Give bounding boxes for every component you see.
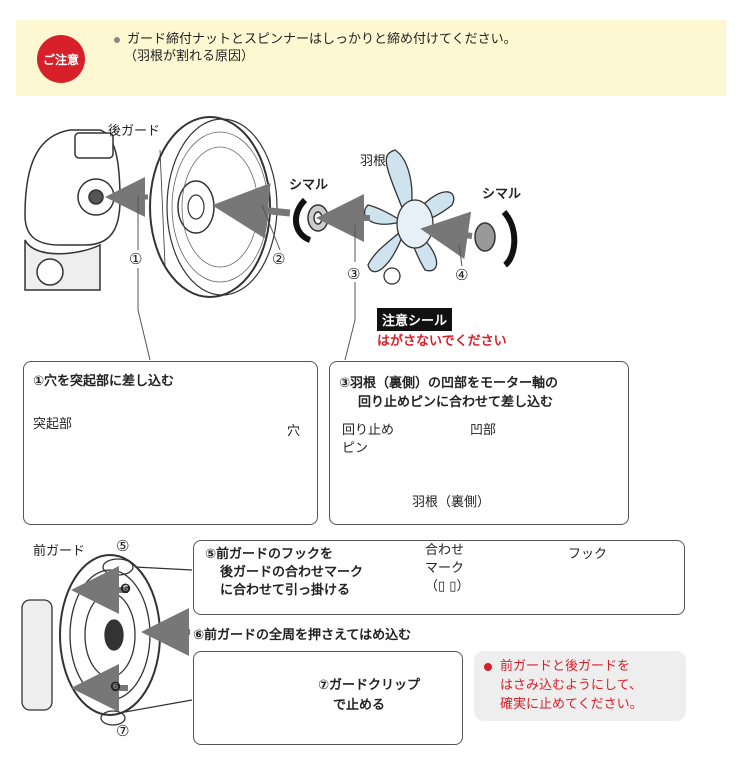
step-5-marker: ⑤ — [116, 537, 130, 555]
box5-frame — [193, 540, 685, 615]
rotate-arrow-icon — [293, 197, 312, 243]
shimaru-label-1: シマル — [289, 178, 329, 193]
hook-instruction: ⑤前ガードのフックを 後ガードの合わせマーク に合わせて引っ掛ける — [205, 546, 363, 600]
clip-instruction-line2: で止める — [333, 698, 386, 713]
step-3-marker: ③ — [347, 265, 361, 283]
blade-illustration — [363, 149, 455, 285]
hook-label: フック — [568, 547, 608, 562]
pin-label-line2: ピン — [342, 441, 369, 456]
box7-frame — [193, 651, 463, 745]
box3-frame — [329, 361, 629, 525]
arrow-left-icon — [420, 211, 473, 260]
mark-label-line1: 合わせ — [425, 543, 465, 558]
box1-frame — [23, 361, 318, 525]
front-guard-illustration — [21, 554, 193, 726]
rotate-arrow-icon — [501, 210, 518, 268]
blade-label: 羽根 — [360, 154, 387, 169]
clip-instruction: ⑦ガードクリップ で止める — [318, 676, 420, 716]
note-line2: はさみ込むようにして、 — [500, 678, 642, 693]
caution-badge: ご注意 — [37, 35, 85, 83]
rear-guard-label: 後ガード — [108, 124, 161, 139]
blade-back-label: 羽根（裏側） — [412, 495, 491, 510]
note-text: 前ガードと後ガードを はさみ込むようにして、 確実に止めてください。 — [484, 657, 643, 714]
mark-label-line2: マーク — [425, 561, 465, 576]
note-line3: 確実に止めてください。 — [500, 697, 643, 712]
hook-instruction-line3: に合わせて引っ掛ける — [220, 583, 351, 598]
mark-label: 合わせ マーク （▯ ▯） — [425, 542, 469, 596]
front-guard-label: 前ガード — [33, 544, 86, 559]
step-2-marker: ② — [272, 250, 286, 268]
seal-tag: 注意シール — [377, 308, 453, 331]
hook-instruction-line2: 後ガードの合わせマーク — [220, 565, 364, 580]
seal-warning: はがさないでください — [377, 334, 507, 349]
recess-label: 凹部 — [470, 423, 497, 438]
note-line1: 前ガードと後ガードを — [500, 659, 631, 674]
motor-unit-illustration — [24, 129, 125, 291]
spinner-illustration — [474, 222, 496, 252]
step-7-marker: ⑦ — [116, 722, 130, 740]
arrow-left-icon — [212, 182, 291, 239]
hook-instruction-line1: ⑤前ガードのフックを — [205, 547, 334, 562]
step-1-marker: ① — [129, 250, 143, 268]
caution-line-2: （羽根が割れる原因） — [124, 49, 255, 64]
note-box — [474, 651, 686, 721]
bullet-icon — [484, 662, 492, 671]
press-instruction: ⑥前ガードの全周を押さえてはめ込む — [193, 628, 412, 643]
pin-label-line1: 回り止め — [342, 423, 395, 438]
mark-label-line3: （▯ ▯） — [425, 579, 470, 594]
hole-label: 穴 — [287, 424, 301, 439]
nut-illustration — [307, 204, 329, 232]
bullet-icon — [114, 36, 120, 43]
caution-line-1: ガード締付ナットとスピンナーはしっかりと締め付けてください。 — [127, 32, 517, 47]
box3-title-line2: 回り止めピンに合わせて差し込む — [358, 395, 554, 410]
step-6-marker-bottom: ❻ — [110, 680, 122, 695]
caution-text: ガード締付ナットとスピンナーはしっかりと締め付けてください。 （羽根が割れる原因… — [114, 31, 517, 65]
step-6-marker-top: ❻ — [120, 582, 132, 597]
step-4-marker: ④ — [455, 266, 469, 284]
box1-title: ①穴を突起部に差し込む — [33, 374, 175, 389]
box3-title-line1: ③羽根（裏側）の凹部をモーター軸の — [339, 376, 559, 391]
caution-bar — [16, 20, 726, 96]
shimaru-label-2: シマル — [482, 187, 522, 202]
clip-instruction-line1: ⑦ガードクリップ — [318, 678, 421, 693]
leader-lines — [137, 195, 463, 361]
protrusion-label: 突起部 — [33, 417, 73, 432]
